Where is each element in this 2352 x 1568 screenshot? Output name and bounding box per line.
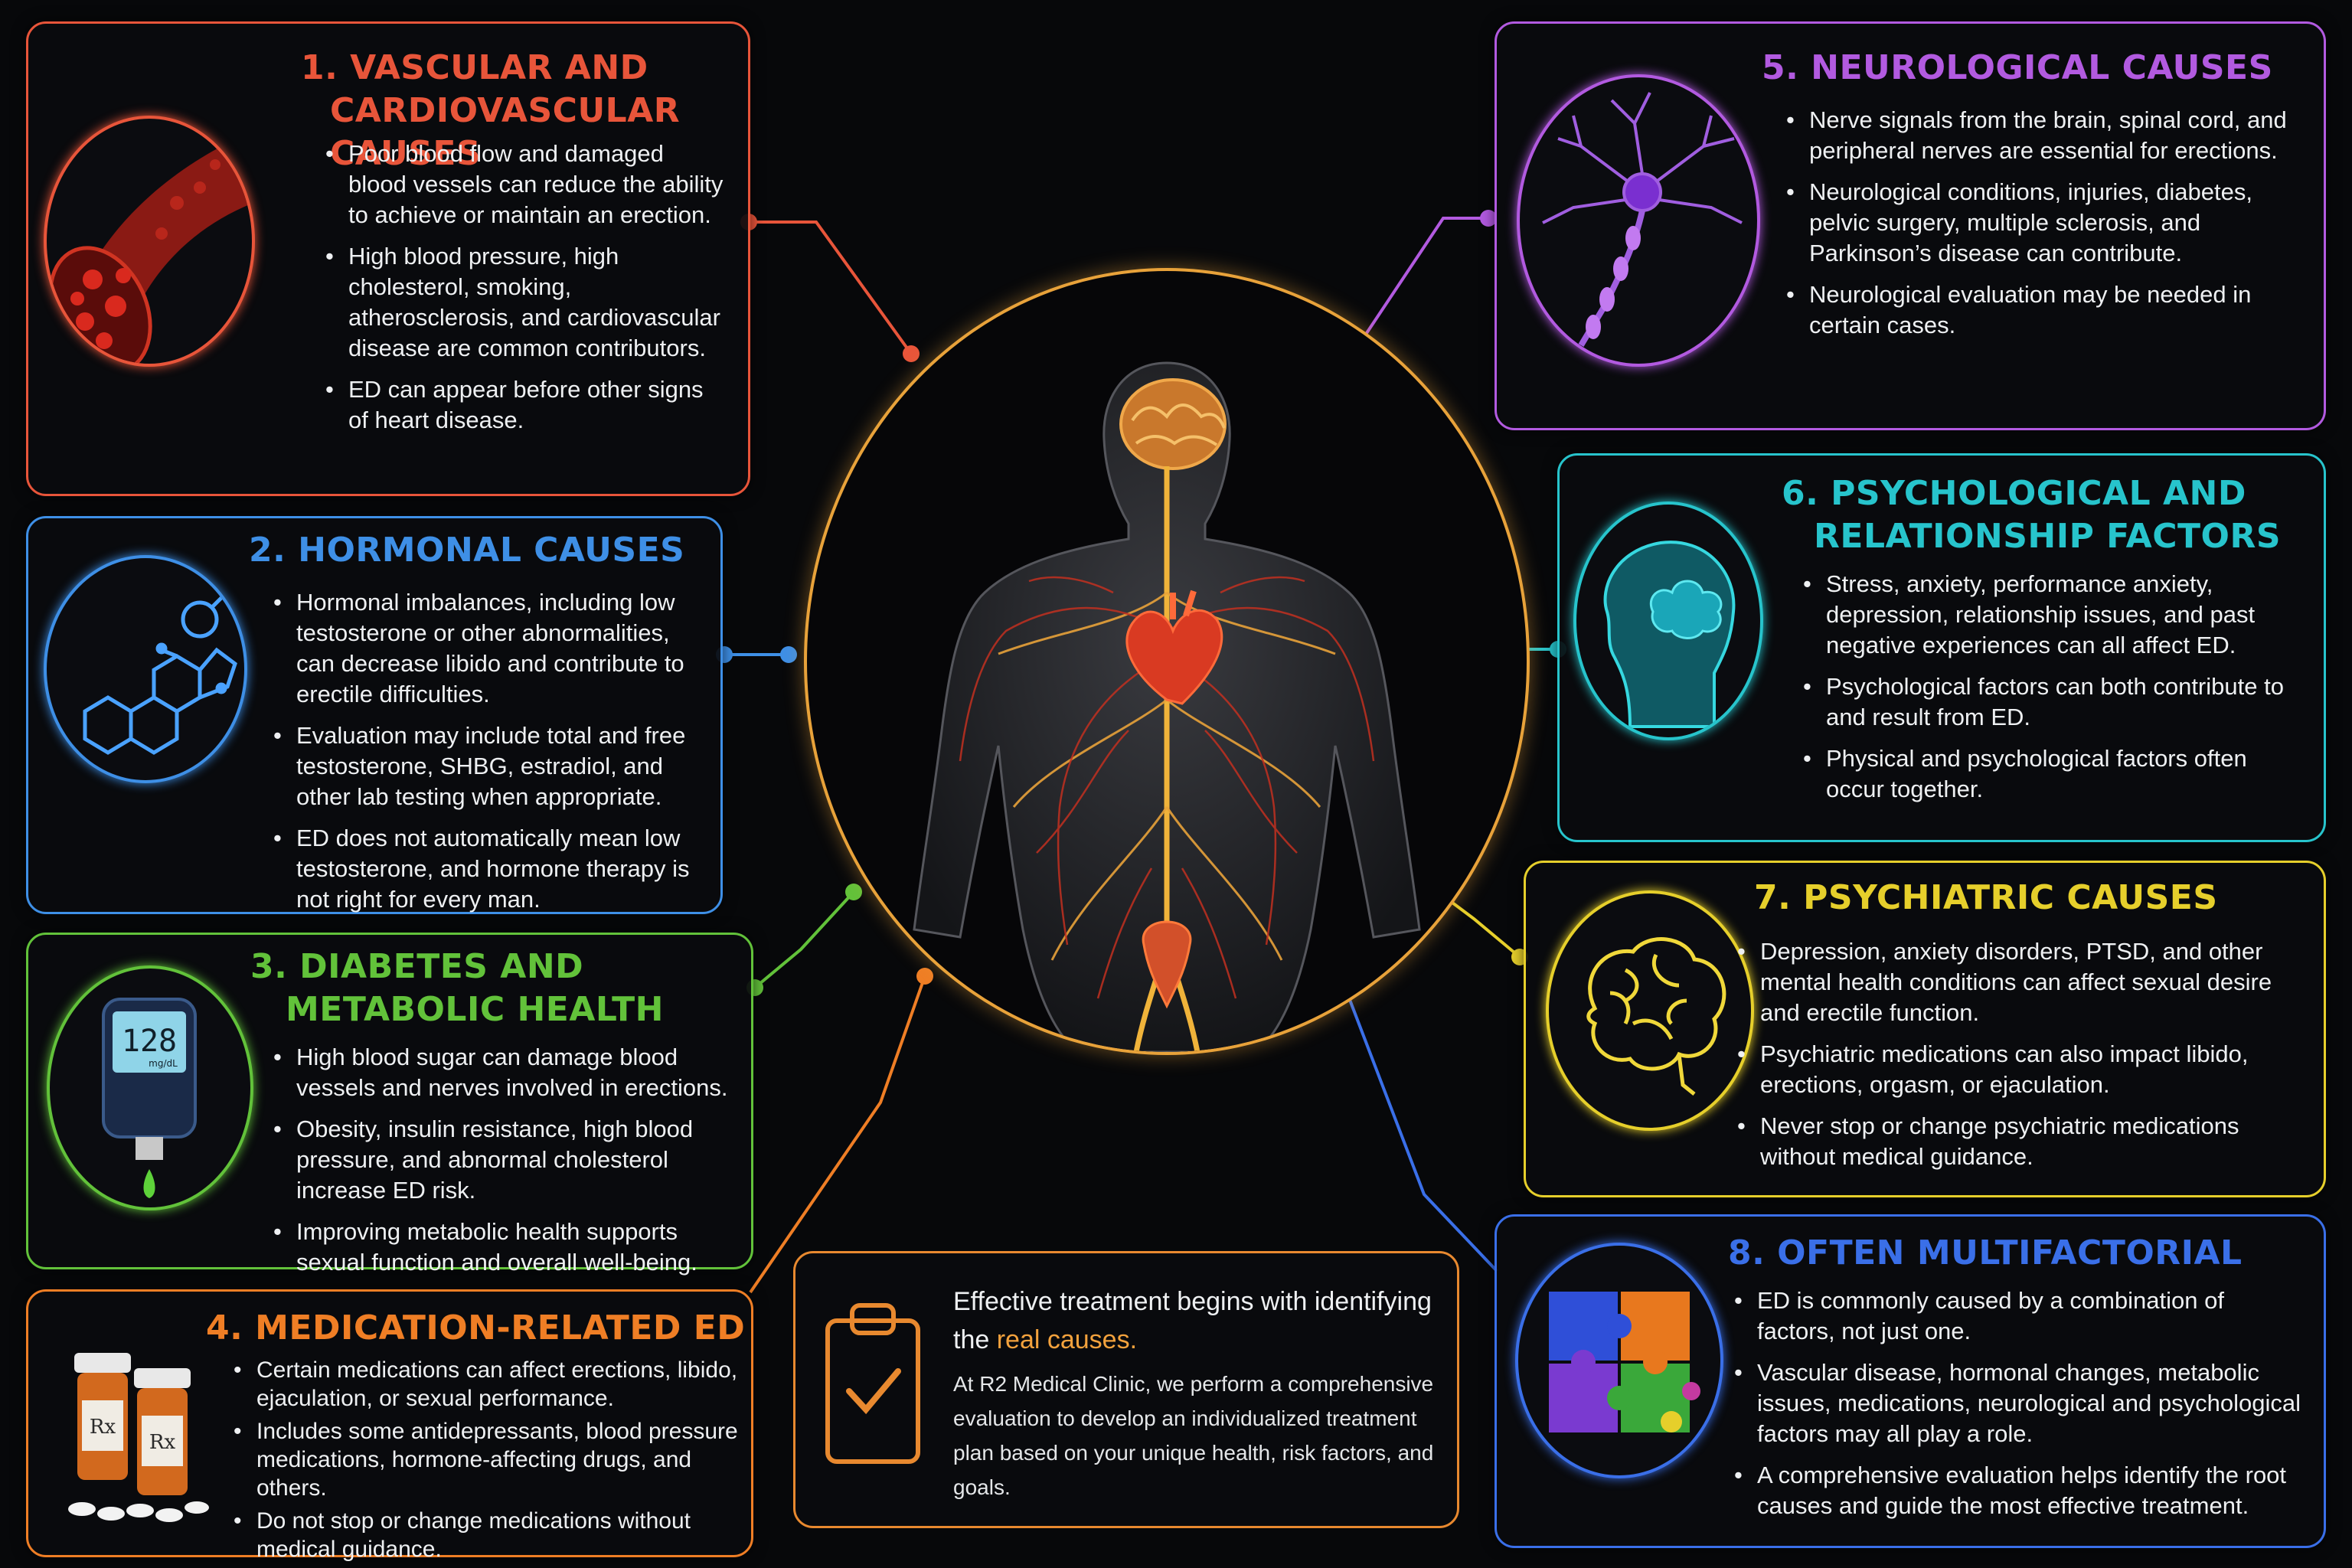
card-title: 8. Often Multifactorial [1728, 1233, 2243, 1272]
list-item: Psychological factors can both contribut… [1803, 671, 2308, 733]
list-item: Nerve signals from the brain, spinal cor… [1786, 105, 2307, 166]
bullet-list: Certain medications can affect erections… [234, 1356, 742, 1568]
card-medication: Rx Rx 4. Medication-Related ED Certain m… [26, 1289, 753, 1562]
svg-text:128: 128 [122, 1024, 177, 1059]
bullet-list: High blood sugar can damage blood vessel… [273, 1042, 740, 1289]
card-multifactorial: 8. Often Multifactorial ED is commonly c… [1494, 1214, 2326, 1548]
card-title: 3. Diabetes and Metabolic Health [250, 947, 664, 1029]
glucose-meter-icon: 128 mg/dL [47, 965, 253, 1210]
list-item: High blood pressure, high cholesterol, s… [325, 241, 724, 364]
card-title: 5. Neurological Causes [1762, 48, 2273, 87]
pill-bottles-icon: Rx Rx [44, 1338, 220, 1529]
bullet-list: Hormonal imbalances, including low testo… [273, 587, 702, 926]
card-title: 6. Psychological and Relationship Factor… [1782, 474, 2282, 556]
list-item: Depression, anxiety disorders, PTSD, and… [1737, 936, 2304, 1028]
connector-neurological [1357, 217, 1488, 346]
card-hormonal: 2. Hormonal Causes Hormonal imbalances, … [26, 516, 723, 914]
list-item: ED can appear before other signs of hear… [325, 374, 724, 436]
list-item: Do not stop or change medications withou… [234, 1507, 742, 1563]
connector-medication [749, 975, 926, 1294]
cta-box: Effective treatment begins with identify… [793, 1251, 1459, 1528]
list-item: Includes some antidepressants, blood pre… [234, 1417, 742, 1502]
svg-text:Rx: Rx [149, 1431, 176, 1454]
human-anatomy-figure-icon [913, 361, 1421, 1052]
list-item: Neurological evaluation may be needed in… [1786, 279, 2307, 341]
bullet-list: Nerve signals from the brain, spinal cor… [1786, 105, 2307, 351]
card-diabetes: 128 mg/dL 3. Diabetes and Metabolic Heal… [26, 933, 753, 1276]
cta-highlight: real causes. [996, 1325, 1138, 1354]
list-item: Evaluation may include total and free te… [273, 720, 702, 812]
card-title: 2. Hormonal Causes [249, 531, 685, 570]
card-psychiatric: 7. Psychiatric Causes Depression, anxiet… [1524, 861, 2326, 1197]
bullet-list: ED is commonly caused by a combination o… [1734, 1285, 2301, 1532]
list-item: Hormonal imbalances, including low testo… [273, 587, 702, 710]
list-item: A comprehensive evaluation helps identif… [1734, 1460, 2301, 1521]
list-item: Neurological conditions, injuries, diabe… [1786, 177, 2307, 269]
list-item: Improving metabolic health supports sexu… [273, 1217, 740, 1278]
blood-vessel-icon [44, 116, 255, 367]
connector-dot [845, 884, 862, 900]
list-item: Physical and psychological factors often… [1803, 743, 2308, 805]
list-item: Stress, anxiety, performance anxiety, de… [1803, 569, 2308, 661]
card-vascular: 1. Vascular and Cardiovascular Causes Po… [26, 21, 750, 496]
bullet-list: Poor blood flow and damaged blood vessel… [325, 139, 724, 446]
list-item: High blood sugar can damage blood vessel… [273, 1042, 740, 1103]
anatomy-figure-circle [804, 268, 1530, 1055]
svg-text:Rx: Rx [90, 1416, 116, 1439]
connector-diabetes [753, 890, 855, 989]
testosterone-molecule-icon [44, 555, 247, 783]
bullet-list: Depression, anxiety disorders, PTSD, and… [1737, 936, 2304, 1183]
card-psychological: 6. Psychological and Relationship Factor… [1557, 453, 2326, 842]
clipboard-check-icon [825, 1303, 920, 1464]
card-title: 7. Psychiatric Causes [1754, 878, 2218, 917]
puzzle-icon [1515, 1243, 1723, 1478]
heart-icon [1125, 609, 1223, 705]
list-item: Never stop or change psychiatric medicat… [1737, 1111, 2304, 1172]
cta-body: At R2 Medical Clinic, we perform a compr… [953, 1372, 1434, 1499]
list-item: Certain medications can affect erections… [234, 1356, 742, 1413]
svg-text:mg/dL: mg/dL [149, 1058, 178, 1069]
list-item: Vascular disease, hormonal changes, meta… [1734, 1357, 2301, 1449]
list-item: ED does not automatically mean low testo… [273, 823, 702, 915]
neuron-icon [1517, 74, 1760, 367]
connector-dot [903, 345, 920, 362]
list-item: ED is commonly caused by a combination o… [1734, 1285, 2301, 1347]
connector-dot [916, 968, 933, 985]
head-cloud-icon [1573, 501, 1763, 740]
card-title: 4. Medication-Related ED [206, 1308, 746, 1348]
brain-icon [1546, 890, 1754, 1131]
list-item: Obesity, insulin resistance, high blood … [273, 1114, 740, 1206]
connector-dot [780, 646, 797, 663]
card-neurological: 5. Neurological Causes Nerve signals fro… [1494, 21, 2326, 430]
list-item: Poor blood flow and damaged blood vessel… [325, 139, 724, 230]
connector-vascular [749, 220, 913, 355]
bullet-list: Stress, anxiety, performance anxiety, de… [1803, 569, 2308, 815]
connector-multifactorial [1342, 983, 1498, 1272]
list-item: Psychiatric medications can also impact … [1737, 1039, 2304, 1100]
cta-lead: Effective treatment begins with identify… [953, 1287, 1432, 1354]
